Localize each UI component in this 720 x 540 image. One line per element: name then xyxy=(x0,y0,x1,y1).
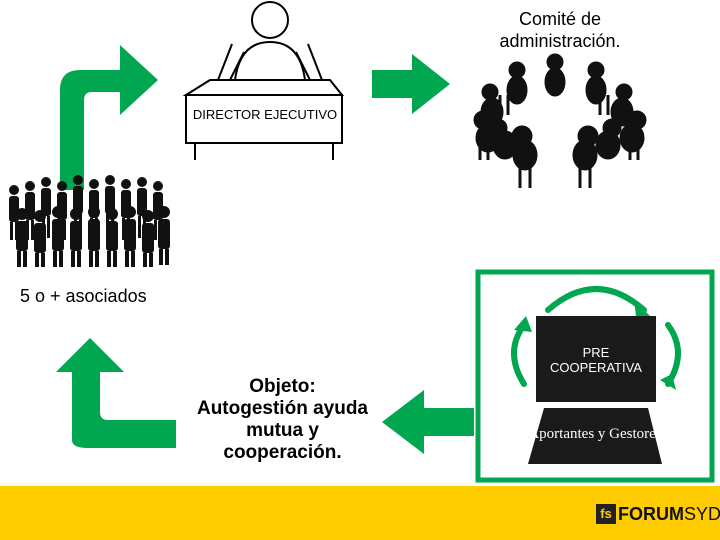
contributors-label: Aportantes y Gestores xyxy=(528,426,662,442)
pre-cooperative-box xyxy=(536,316,656,402)
cycle-arrowhead-right xyxy=(660,374,676,390)
arrow-up-right xyxy=(60,45,158,190)
associates-crowd-figure xyxy=(9,175,170,267)
director-desk-figure xyxy=(182,1,345,160)
arrow-left xyxy=(382,390,474,454)
logo-text-forum: FORUM xyxy=(618,503,684,524)
arrow-left-up xyxy=(56,338,176,448)
pre-cooperative-label: PRE COOPERATIVA xyxy=(550,345,642,375)
arrow-right xyxy=(372,54,450,114)
logo-mark: fs xyxy=(596,504,616,524)
cycle-arrowhead-top xyxy=(634,300,652,318)
contributors-base xyxy=(528,408,662,464)
forumsyd-logo: fs FORUM SYD xyxy=(596,500,720,528)
objective-label: Objeto: Autogestión ayuda mutua y cooper… xyxy=(196,376,368,463)
pre-cooperative-frame xyxy=(475,269,715,483)
director-label: DIRECTOR EJECUTIVO xyxy=(192,107,338,122)
committee-circle-figure xyxy=(473,53,647,188)
logo-text-syd: SYD xyxy=(684,503,720,524)
cycle-arrowhead-left xyxy=(514,316,532,332)
associates-label: 5 o + asociados xyxy=(20,286,147,306)
committee-label: Comité de administración. xyxy=(499,9,621,51)
